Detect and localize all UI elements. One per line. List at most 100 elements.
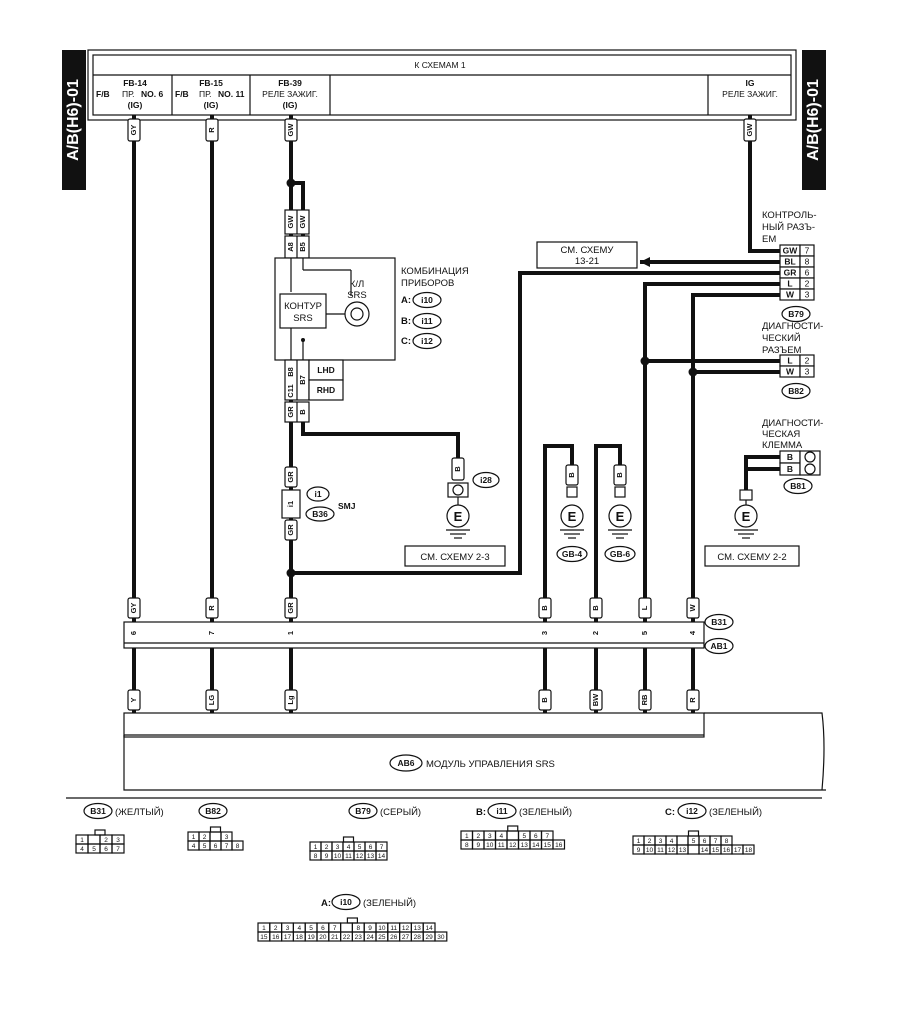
diag-conn-pin: 2 xyxy=(805,356,810,366)
svg-text:B81: B81 xyxy=(790,481,806,491)
i12-pin: 8 xyxy=(725,838,729,845)
i10-pin: 7 xyxy=(333,925,337,932)
fb14-pr: ПР. xyxy=(122,89,135,99)
b31-pin-label: 4 xyxy=(688,630,697,635)
svg-text:СМ. СХЕМУ: СМ. СХЕМУ xyxy=(561,245,615,256)
svg-text:(ЗЕЛЕНЫЙ): (ЗЕЛЕНЫЙ) xyxy=(363,897,416,909)
svg-text:A:: A: xyxy=(321,898,331,909)
svg-text:РАЗЪЕМ: РАЗЪЕМ xyxy=(762,345,802,356)
ab-wire-label-box xyxy=(205,689,219,711)
i10-pin: 9 xyxy=(368,925,372,932)
fuse-box-title: К СХЕМАМ 1 xyxy=(414,60,466,70)
b31-wire-label: B xyxy=(540,605,549,611)
i10-key xyxy=(346,917,358,924)
i12-pin-cell xyxy=(687,844,700,855)
svg-text:B7: B7 xyxy=(298,375,307,385)
i10-pin: 11 xyxy=(390,925,397,932)
svg-text:A8: A8 xyxy=(286,242,295,252)
fb39-sub: РЕЛЕ ЗАЖИГ. xyxy=(262,89,318,99)
check-conn-pin: 3 xyxy=(805,290,810,300)
svg-text:GY: GY xyxy=(129,125,138,136)
svg-text:GR: GR xyxy=(286,471,295,483)
check-conn-color: GW xyxy=(783,246,799,256)
b79-pin: 12 xyxy=(356,853,364,860)
i11-pin: 6 xyxy=(534,833,538,840)
i10-pin: 19 xyxy=(307,934,315,941)
b82-key xyxy=(209,826,222,833)
i11-pin: 8 xyxy=(465,842,469,849)
side-tag-left: A/B(H6)-01 xyxy=(62,50,86,190)
svg-text:R: R xyxy=(207,127,216,133)
i11-pin: 10 xyxy=(486,842,494,849)
ab-wire-label-box xyxy=(127,689,141,711)
i11-pin: 16 xyxy=(555,842,563,849)
top-wire-tags: GY R GW GW xyxy=(127,118,757,142)
check-conn-pin-cell xyxy=(799,288,815,301)
i10-pin: 3 xyxy=(286,925,290,932)
diagnosis-terminal: ДИАГНОСТИ- ЧЕСКАЯ КЛЕММА B B B81 E СМ. С… xyxy=(704,418,823,567)
check-conn-color: BL xyxy=(784,257,795,267)
b82-pin: 5 xyxy=(203,843,207,850)
ab-wire-label: RB xyxy=(640,694,649,705)
i11-pin: 4 xyxy=(499,833,503,840)
i12-pin: 7 xyxy=(714,838,718,845)
b31-wire-label-box xyxy=(284,597,298,619)
b31-pin: 6 xyxy=(104,846,108,853)
svg-text:E: E xyxy=(742,509,751,524)
svg-text:C:: C: xyxy=(665,807,675,818)
svg-text:i10: i10 xyxy=(421,295,433,305)
i10-pin: 18 xyxy=(296,934,304,941)
svg-text:B31: B31 xyxy=(90,806,106,816)
fb15-name: FB-15 xyxy=(199,78,223,88)
svg-text:E: E xyxy=(616,509,625,524)
i11-pin: 7 xyxy=(545,833,549,840)
svg-text:GW: GW xyxy=(286,123,295,137)
ab-wire-label: Y xyxy=(129,697,138,702)
b31-pin: 7 xyxy=(116,846,120,853)
fb15-pr: ПР. xyxy=(199,89,212,99)
i11-pin: 3 xyxy=(488,833,492,840)
i12-pin: 11 xyxy=(657,847,664,854)
i10-pin: 23 xyxy=(355,934,363,941)
i10-pin: 6 xyxy=(321,925,325,932)
b31-pin-label: 3 xyxy=(540,631,549,635)
fb15-no: NO. 11 xyxy=(218,89,245,99)
b79-pin: 1 xyxy=(314,844,318,851)
i12-pin: 17 xyxy=(734,847,742,854)
i11-pin: 5 xyxy=(522,833,526,840)
b82-pin: 2 xyxy=(203,834,207,841)
b79-pin: 11 xyxy=(345,853,352,860)
svg-text:B5: B5 xyxy=(298,242,307,252)
b31-wire-label: L xyxy=(640,605,649,610)
svg-text:ПРИБОРОВ: ПРИБОРОВ xyxy=(401,278,454,289)
svg-text:A:: A: xyxy=(401,295,411,306)
b82-pin: 3 xyxy=(225,834,229,841)
check-conn-pin: 7 xyxy=(805,246,810,256)
svg-text:AB1: AB1 xyxy=(710,641,727,651)
ab-wire-label-box xyxy=(638,689,652,711)
i11-key xyxy=(507,825,519,832)
i12-pin: 12 xyxy=(668,847,676,854)
i10-pin: 25 xyxy=(378,934,386,941)
b82-pin: 4 xyxy=(192,843,196,850)
svg-text:B82: B82 xyxy=(205,806,221,816)
svg-text:КОНТРОЛЬ-: КОНТРОЛЬ- xyxy=(762,210,817,221)
i12-key xyxy=(687,830,700,837)
ab-wire-label-box xyxy=(686,689,700,711)
b31-wire-label-box xyxy=(638,597,652,619)
b31-pin-label: 6 xyxy=(129,631,138,635)
svg-text:i11: i11 xyxy=(496,806,508,816)
svg-text:B79: B79 xyxy=(788,309,804,319)
b82-pin: 6 xyxy=(214,843,218,850)
b31-pin: 1 xyxy=(80,837,84,844)
svg-text:13-21: 13-21 xyxy=(575,256,599,267)
svg-text:i10: i10 xyxy=(340,897,352,907)
b31-pin-label: 7 xyxy=(207,631,216,635)
svg-text:КОМБИНАЦИЯ: КОМБИНАЦИЯ xyxy=(401,266,469,277)
i12-pin: 3 xyxy=(659,838,663,845)
i10-pin: 24 xyxy=(366,934,374,941)
ig-sub: РЕЛЕ ЗАЖИГ. xyxy=(722,89,778,99)
b79-pin: 7 xyxy=(380,844,384,851)
